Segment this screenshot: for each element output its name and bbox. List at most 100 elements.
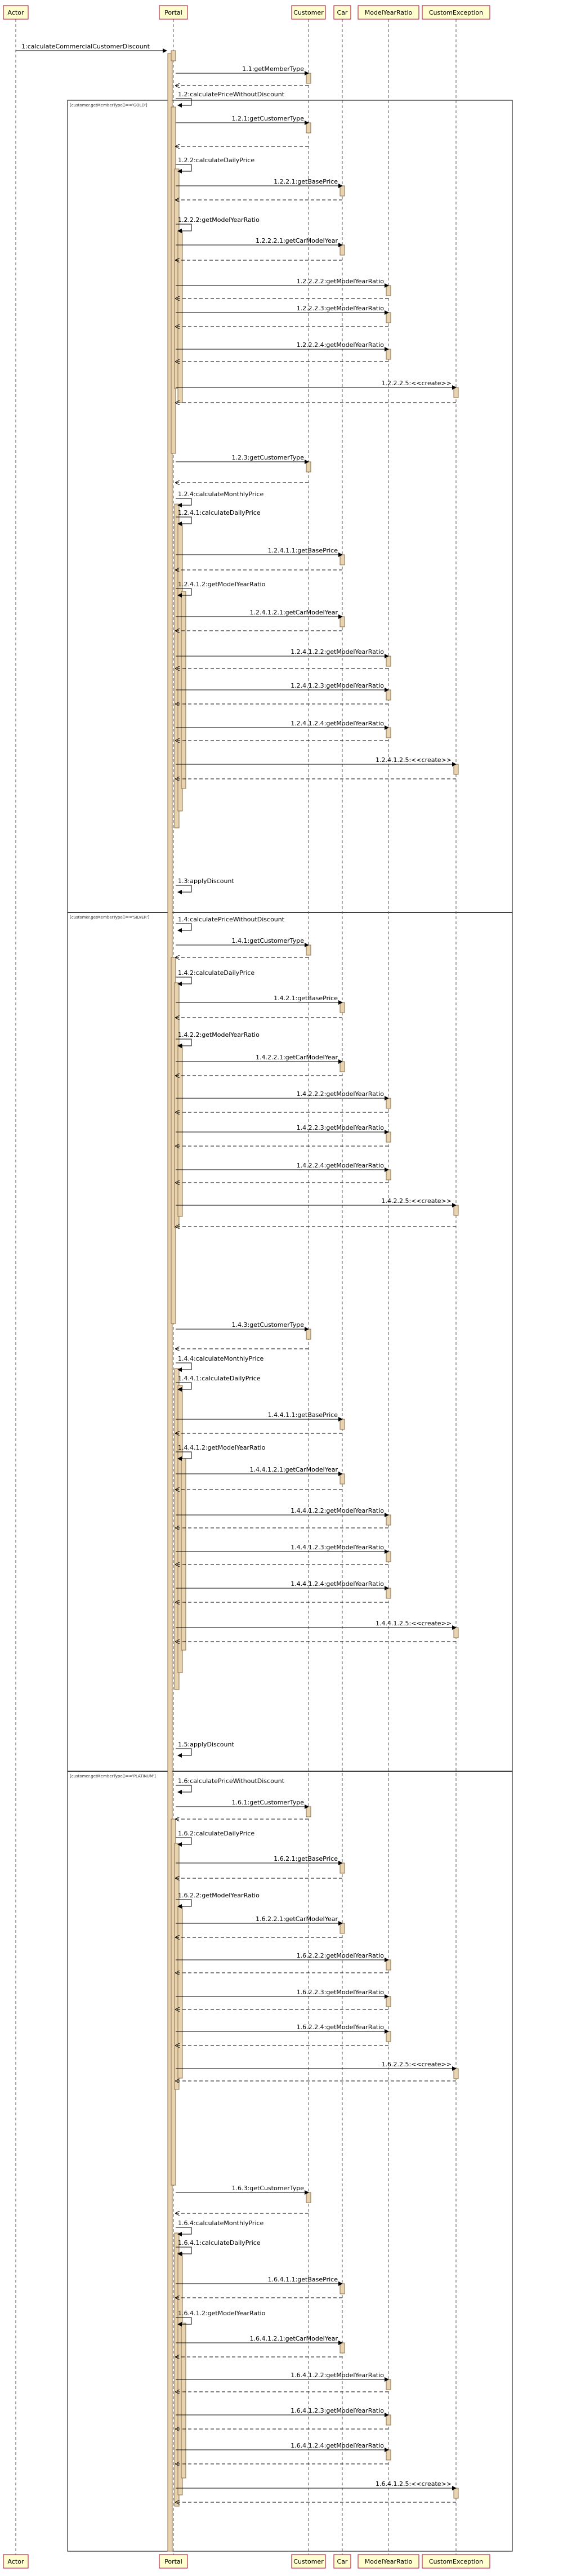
activations-layer [167,50,459,2552]
message-1-1-getmembertype: 1.1:getMemberType [176,65,309,75]
activation-exc [453,1205,459,1216]
message-1-2-2-1-getbaseprice: 1.2.2.1:getBasePrice [176,178,343,188]
message-1-4-4-1-2-2-getmodelyearratio: 1.4.4.1.2.2:getModelYearRatio [176,1507,389,1517]
message-1-6-4-1-calculatedailyprice: 1.6.4.1:calculateDailyPrice [176,2239,261,2256]
activation-car [339,2283,345,2294]
participant-exc-top: CustomException [422,5,490,20]
activation-mry [386,656,391,667]
alt-guard-1: [customer.getMemberType()=='GOLD'] [70,103,148,108]
participant-label: ModelYearRatio [365,9,413,16]
activation-customer [306,1806,311,1817]
activation-mry [386,312,391,323]
self-message-arrow [176,1382,192,1392]
participant-label: Car [337,9,348,16]
self-message-arrow [176,1837,192,1847]
activation-customer [306,122,311,133]
activation-mry [386,1514,391,1526]
activation-mry [386,2379,391,2390]
activation-car [339,554,345,565]
message-1-2-4-1-2-5-create: 1.2.4.1.2.5:<<create>> [176,756,457,766]
participant-exc-bottom: CustomException [422,2554,490,2569]
message-1-4-2-2-5-create: 1.4.2.2.5:<<create>> [176,1197,457,1207]
message-1-6-4-1-2-1-getcarmodelyear: 1.6.4.1.2.1:getCarModelYear [176,2335,343,2345]
message-label: 1:calculateCommercialCustomerDiscount [21,43,150,50]
message-label: 1.2.2.1:getBasePrice [274,178,338,185]
activation-mry [386,1098,391,1109]
lifelines-layer [15,19,457,2555]
participant-label: Actor [8,2558,24,2565]
message-label: 1.6.1:getCustomerType [232,1799,305,1806]
activation-car [339,1473,345,1485]
participant-label: Customer [293,2558,324,2565]
message-label: 1.4.4:calculateMonthlyPrice [178,1355,264,1362]
message-1-calculatecommercialcustomerdiscount: 1:calculateCommercialCustomerDiscount [16,43,167,53]
alt-guard-3: [customer.getMemberType()=='PLATINUM'] [70,1774,156,1779]
activation-mry [386,2414,391,2426]
activation-mry [386,1588,391,1599]
participant-customer-top: Customer [291,5,326,20]
self-message-arrow [176,2317,192,2327]
self-message-arrow [176,923,192,933]
activation-mry [386,1959,391,1971]
message-1-2-4-1-calculatedailyprice: 1.2.4.1:calculateDailyPrice [176,509,261,526]
message-label: 1.6.2.1:getBasePrice [274,1855,338,1862]
activation-customer [306,2192,311,2203]
participant-box [159,5,188,20]
self-message-arrow [176,516,192,526]
participant-box [333,5,351,20]
message-1-2-2-2-1-getcarmodelyear: 1.2.2.2.1:getCarModelYear [176,237,343,247]
message-label: 1.2.1:getCustomerType [232,115,305,122]
self-message-arrow [176,588,192,598]
activation-car [339,185,345,197]
message-1-5-applydiscount: 1.5:applyDiscount [176,1741,234,1758]
message-1-4-2-calculatedailyprice: 1.4.2:calculateDailyPrice [176,969,254,986]
self-message-arrow [176,1362,192,1372]
activation-customer [306,944,311,956]
message-label: 1.6.3:getCustomerType [232,2185,305,2192]
activation-exc [453,764,459,775]
self-message-arrow [176,1039,192,1048]
message-1-6-3-getcustomertype: 1.6.3:getCustomerType [176,2185,309,2195]
participant-box [291,2554,326,2569]
participant-label: Car [337,2558,348,2565]
message-label: 1.1:getMemberType [242,65,304,73]
self-message-arrow [176,1748,192,1758]
message-label: 1.6.2:calculateDailyPrice [178,1830,254,1837]
message-label: 1.4.4.1:calculateDailyPrice [178,1375,261,1382]
activation-car [339,1923,345,1934]
alt-frames-layer: [customer.getMemberType()=='GOLD'] [custo… [67,100,513,2552]
participant-label: Portal [164,2558,182,2565]
message-label: 1.4.2.2.1:getCarModelYear [256,1054,338,1061]
message-1-6-4-1-2-3-getmodelyearratio: 1.6.4.1.2.3:getModelYearRatio [176,2407,389,2417]
activation-mry [386,727,391,738]
participant-label: Portal [164,9,182,16]
message-label: 1.2.2.2.2:getModelYearRatio [297,278,385,285]
message-1-2-calculatepricewithoutdiscount: 1.2:calculatePriceWithoutDiscount [176,91,285,108]
messages-layer: 1:calculateCommercialCustomerDiscount 1.1… [16,43,457,2502]
message-1-2-1-getcustomertype: 1.2.1:getCustomerType [176,115,309,125]
message-label: 1.2.4.1.2.5:<<create>> [376,756,452,764]
message-label: 1.4.4.1.2.2:getModelYearRatio [291,1507,384,1514]
participant-customer-bottom: Customer [291,2554,326,2569]
activation-customer [306,73,311,84]
message-label: 1.4.4.1.2.5:<<create>> [376,1620,452,1627]
message-1-6-4-1-2-2-getmodelyearratio: 1.6.4.1.2.2:getModelYearRatio [176,2372,389,2382]
participant-box [3,5,29,20]
activation-bar [177,1044,183,1217]
message-1-4-4-1-1-getbaseprice: 1.4.4.1.1:getBasePrice [176,1411,343,1421]
message-1-2-2-calculatedailyprice: 1.2.2:calculateDailyPrice [176,157,254,173]
self-message-arrow [176,2247,192,2256]
activation-car [339,1061,345,1072]
message-label: 1.6.4.1:calculateDailyPrice [178,2239,261,2247]
participant-car-bottom: Car [333,2554,351,2569]
message-label: 1.6.2.2.1:getCarModelYear [256,1915,338,1923]
message-1-2-4-1-2-1-getcarmodelyear: 1.2.4.1.2.1:getCarModelYear [176,609,343,619]
message-label: 1.4.2.2.4:getModelYearRatio [297,1162,385,1169]
message-label: 1.6.4.1.2:getModelYearRatio [178,2310,266,2317]
participant-box [159,2554,188,2569]
message-1-6-2-2-5-create: 1.6.2.2.5:<<create>> [176,2061,457,2071]
message-1-4-2-2-getmodelyearratio: 1.4.2.2:getModelYearRatio [176,1031,260,1048]
message-label: 1.6.4.1.2.1:getCarModelYear [249,2335,338,2342]
message-1-6-2-2-4-getmodelyearratio: 1.6.2.2.4:getModelYearRatio [176,2024,389,2034]
participant-box [291,5,326,20]
